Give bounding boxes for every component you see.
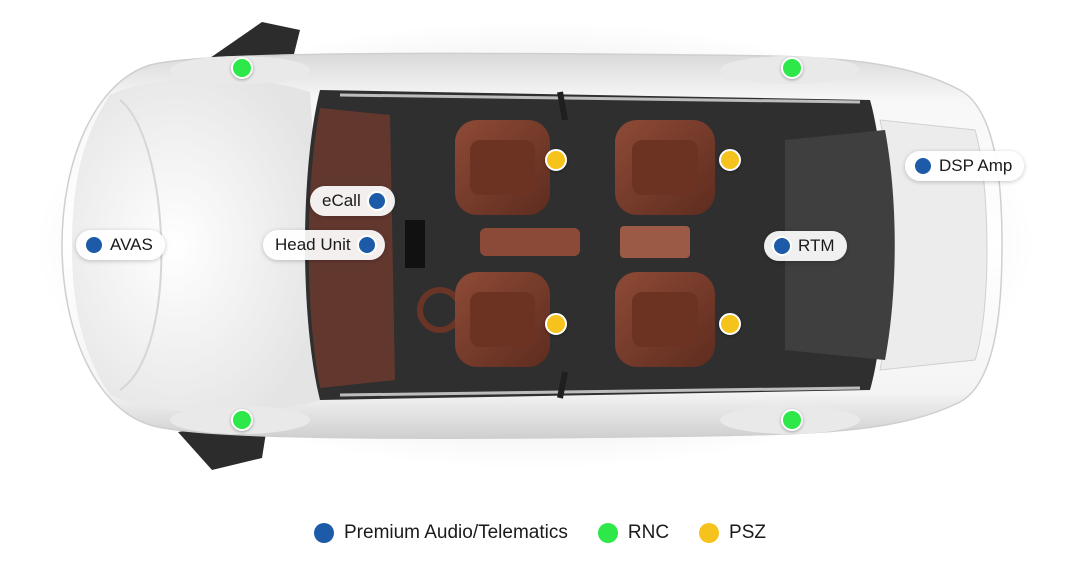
psz-marker-front-left <box>545 149 567 171</box>
ecall-marker <box>366 191 387 211</box>
ecall-label: eCall <box>310 186 395 216</box>
head-unit-marker <box>356 235 377 255</box>
rnc-marker-front-top <box>231 57 253 79</box>
legend-label: Premium Audio/Telematics <box>344 522 568 543</box>
rnc-marker-front-bottom <box>231 409 253 431</box>
psz-marker-rear-right <box>719 313 741 335</box>
legend-label: PSZ <box>729 522 766 543</box>
seat-front-left <box>455 120 550 215</box>
rtm-marker <box>772 236 792 256</box>
ecall-text: eCall <box>322 191 361 210</box>
dsp-amp-text: DSP Amp <box>939 156 1013 175</box>
rnc-marker-rear-top <box>781 57 803 79</box>
seat-front-right <box>455 272 550 367</box>
head-unit-text: Head Unit <box>275 235 351 254</box>
avas-marker <box>84 235 104 255</box>
head-unit-label: Head Unit <box>263 230 385 260</box>
legend-dot-yellow <box>699 523 720 543</box>
hood <box>72 78 330 413</box>
avas-label: AVAS <box>76 230 165 260</box>
seat-rear-left <box>615 120 715 215</box>
seat-rear-right <box>615 272 715 367</box>
psz-marker-rear-left <box>719 149 741 171</box>
dashboard <box>405 220 425 268</box>
legend-dot-green <box>597 523 618 543</box>
door-line-bottom <box>339 386 861 397</box>
legend-item-rnc: RNC <box>597 522 670 544</box>
rtm-text: RTM <box>798 236 835 255</box>
rtm-label: RTM <box>764 231 847 261</box>
rnc-marker-rear-bottom <box>781 409 803 431</box>
b-pillar-bottom <box>557 371 568 399</box>
legend-label: RNC <box>627 522 670 543</box>
b-pillar-top <box>557 91 568 121</box>
legend: Premium Audio/Telematics RNC PSZ <box>0 522 1080 544</box>
avas-text: AVAS <box>110 235 153 254</box>
legend-dot-blue <box>314 523 334 543</box>
door-line-top <box>339 93 861 104</box>
legend-item-psz: PSZ <box>699 522 766 544</box>
legend-item-premium-audio: Premium Audio/Telematics <box>314 522 568 544</box>
psz-marker-front-right <box>545 313 567 335</box>
dsp-amp-marker <box>913 156 933 176</box>
dsp-amp-label: DSP Amp <box>905 151 1025 181</box>
rear-console <box>620 226 690 258</box>
center-console <box>480 228 580 256</box>
